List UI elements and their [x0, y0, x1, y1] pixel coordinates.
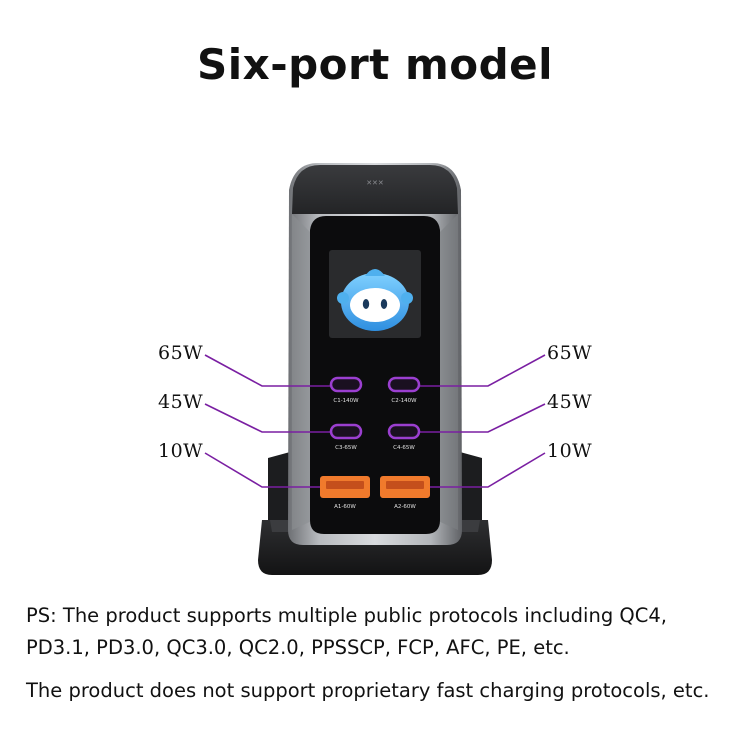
usb-c-port-c1 — [329, 376, 363, 393]
usb-c-port-c3 — [329, 423, 363, 440]
callout-lines — [204, 354, 546, 488]
usb-a-port-a1 — [320, 476, 370, 498]
port-label-c4: C4-65W — [393, 445, 415, 451]
watt-label-left-c-top: 65W — [158, 342, 204, 364]
usb-a-port-a2 — [380, 476, 430, 498]
port-label-c3: C3-65W — [335, 445, 357, 451]
usb-c-port-c2 — [387, 376, 421, 393]
proprietary-note: The product does not support proprietary… — [26, 679, 710, 702]
robot-face-icon — [337, 269, 413, 331]
port-label-a1: A1-60W — [334, 504, 356, 510]
page-title: Six-port model — [196, 40, 554, 89]
port-label-a2: A2-60W — [394, 504, 416, 510]
watt-label-left-c-bottom: 45W — [158, 391, 204, 413]
watt-label-right-a: 10W — [547, 440, 593, 462]
port-label-c1: C1-140W — [333, 398, 359, 404]
svg-text:✕✕✕: ✕✕✕ — [366, 179, 384, 187]
watt-label-left-a: 10W — [158, 440, 204, 462]
port-label-c2: C2-140W — [391, 398, 417, 404]
watt-label-right-c-bottom: 45W — [547, 391, 593, 413]
watt-label-right-c-top: 65W — [547, 342, 593, 364]
protocols-note: PS: The product supports multiple public… — [26, 604, 667, 659]
usb-c-port-c4 — [387, 423, 421, 440]
